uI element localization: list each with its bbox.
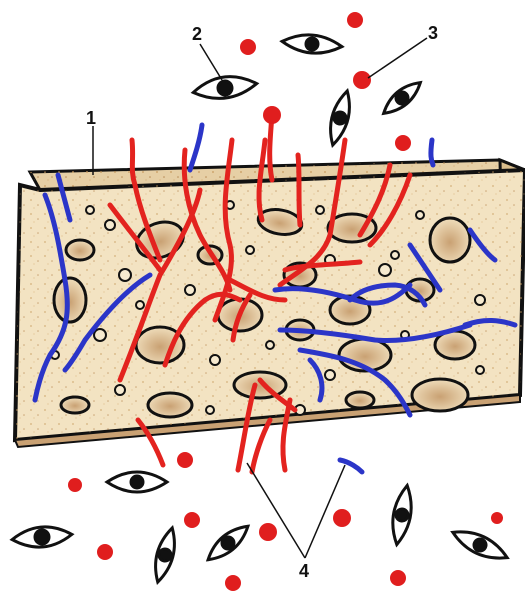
label-3: 3 [428, 23, 438, 43]
label-2: 2 [192, 24, 202, 44]
eye-cell [11, 524, 73, 549]
eye-cell [325, 89, 355, 147]
eye-cell [107, 472, 167, 492]
label-4: 4 [299, 561, 309, 581]
eye-cell [192, 73, 258, 103]
eye-cell [150, 526, 180, 584]
pore [54, 278, 86, 322]
leader-line-2 [200, 44, 222, 80]
vein [190, 125, 202, 170]
pore [148, 393, 192, 417]
pore [430, 218, 470, 262]
pore [346, 392, 374, 408]
artery [270, 115, 272, 180]
pore [61, 397, 89, 413]
artery [252, 420, 270, 472]
artery [298, 155, 300, 225]
eye-cell [281, 32, 342, 55]
eye-cell [379, 77, 425, 119]
pore [412, 379, 468, 411]
leader-line-3 [368, 38, 427, 78]
vein [431, 140, 433, 165]
pore [66, 240, 94, 260]
eye-cell [449, 524, 511, 566]
eye-cell [203, 520, 253, 566]
leader-line-4a [247, 463, 305, 558]
label-1: 1 [86, 108, 96, 128]
eye-cell [388, 484, 415, 546]
